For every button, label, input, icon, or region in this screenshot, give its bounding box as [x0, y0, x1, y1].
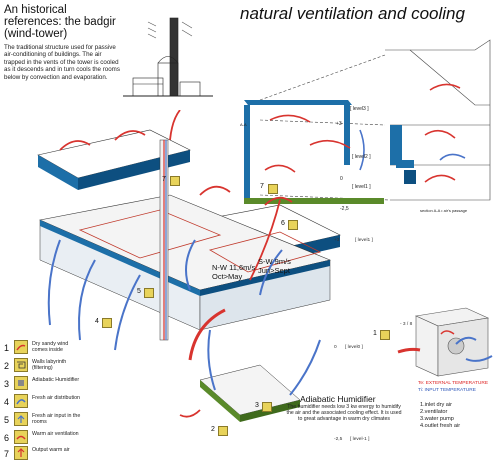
marker-2-num: 2	[211, 426, 215, 433]
warm-air-icon	[14, 430, 28, 444]
unit-list-item-1: 1.inlet dry air	[420, 402, 452, 409]
marker-3-num: 3	[255, 402, 259, 409]
unit-level-mark: - 3 / 8	[400, 322, 412, 327]
wind-arrow-icon	[14, 340, 28, 354]
fresh-air-icon	[14, 394, 28, 408]
input-temp-label: Ti: INPUT TEMPERATURE	[418, 388, 476, 393]
marker-2-icon	[218, 426, 228, 436]
marker-6-num: 6	[281, 220, 285, 227]
marker-6-icon	[288, 220, 298, 230]
model-elev-top: +3	[334, 238, 339, 243]
unit-list-item-4: 4.outlet fresh air	[420, 423, 460, 430]
legend-item-7: 7 Output warm air	[4, 446, 79, 464]
legend-num: 2	[4, 361, 9, 371]
marker-4-icon	[102, 318, 112, 328]
marker-7a-num: 7	[162, 176, 166, 183]
legend-item-2: 2 Walls labyrinth (filtering)	[4, 358, 79, 376]
marker-7b-icon	[268, 184, 278, 194]
legend-num: 4	[4, 397, 9, 407]
legend-num: 3	[4, 379, 9, 389]
badgir-sketch	[118, 8, 218, 108]
legend-label: Dry sandy wind comes inside	[32, 341, 82, 353]
legend-label: Fresh air input in the rooms	[32, 413, 82, 425]
marker-1-icon	[380, 330, 390, 340]
main-title: natural ventilation and cooling	[240, 4, 465, 24]
humidifier-unit-drawing	[396, 304, 496, 384]
marker-4-num: 4	[95, 318, 99, 325]
legend-item-4: 4 Fresh air distribution	[4, 394, 79, 412]
model-level-neg: [ level-1 ]	[350, 437, 369, 442]
wind-nw-label: N-W 11,6m/s Oct>May	[212, 264, 262, 281]
air-input-icon	[14, 412, 28, 426]
legend-num: 7	[4, 449, 9, 459]
wind-sw-label: S-W 9m/s Jun>Sept	[258, 258, 298, 275]
legend-label: Warm air ventilation	[32, 431, 82, 437]
humidifier-title: Adiabatic Humidifier	[300, 394, 376, 404]
marker-7b-num: 7	[260, 183, 264, 190]
legend-num: 6	[4, 433, 9, 443]
model-level0: [ level0 ]	[345, 345, 363, 350]
external-temp-label: Te: EXTERNAL TEMPERATURE	[418, 381, 488, 386]
output-air-icon	[14, 446, 28, 460]
humidifier-icon	[14, 376, 28, 390]
model-level1: [ level1 ]	[355, 238, 373, 243]
marker-3-icon	[262, 402, 272, 412]
legend-num: 1	[4, 343, 9, 353]
marker-1-num: 1	[373, 330, 377, 337]
historical-title: An historical references: the badgir (wi…	[4, 4, 124, 40]
unit-list-item-3: 3.water pump	[420, 416, 454, 423]
marker-5-num: 5	[137, 288, 141, 295]
marker-5-icon	[144, 288, 154, 298]
legend-label: Walls labyrinth (filtering)	[32, 359, 82, 371]
legend-num: 5	[4, 415, 9, 425]
labyrinth-icon	[14, 358, 28, 372]
legend-item-5: 5 Fresh air input in the rooms	[4, 412, 79, 430]
legend-item-3: 3 Adiabatic Humidifier	[4, 376, 79, 394]
unit-list-item-2: 2.ventilator	[420, 409, 447, 416]
marker-7a-icon	[170, 176, 180, 186]
legend-label: Output warm air	[32, 447, 82, 453]
legend-label: Adiabatic Humidifier	[32, 377, 82, 383]
section-caption: section A-A • air's passage	[420, 208, 468, 213]
humidifier-description: The humidifier needs low 3 kw energy to …	[285, 404, 403, 422]
legend-item-1: 1 Dry sandy wind comes inside	[4, 340, 79, 358]
model-elev-neg: -2,5	[334, 437, 342, 442]
historical-description: The traditional structure used for passi…	[4, 44, 122, 81]
legend-label: Fresh air distribution	[32, 395, 82, 401]
model-elev-zero: 0	[334, 345, 337, 350]
